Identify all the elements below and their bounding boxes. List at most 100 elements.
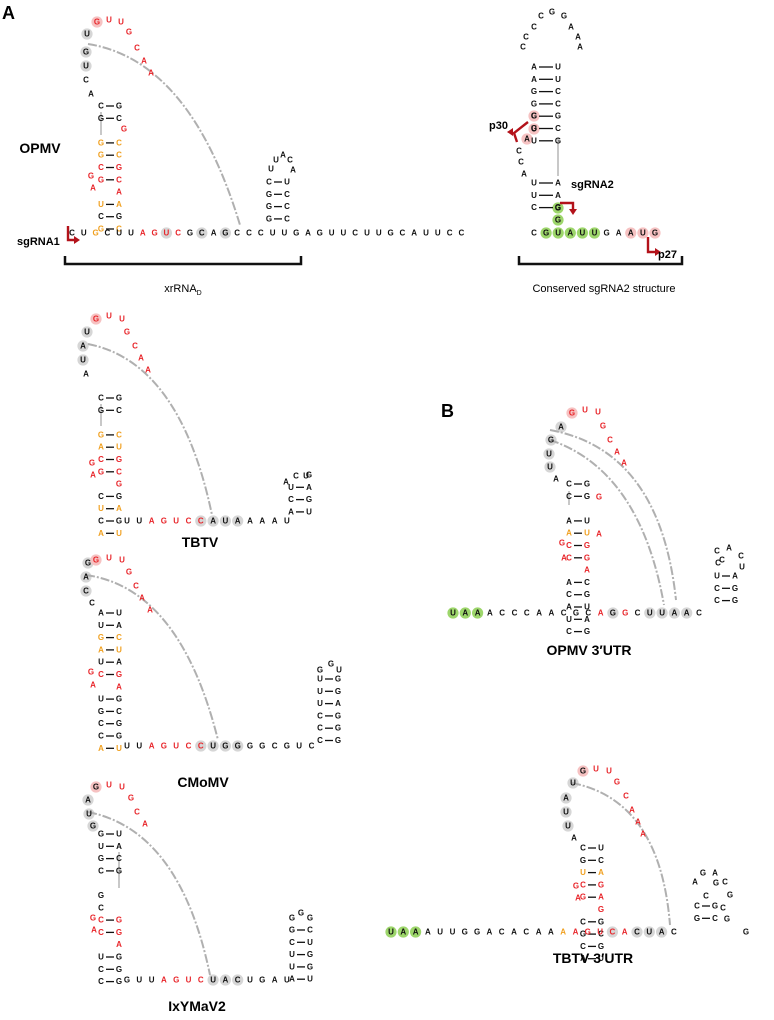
nucleotide: U <box>435 229 441 238</box>
nucleotide: G <box>151 229 157 238</box>
nucleotide: U <box>119 556 125 565</box>
nucleotide: C <box>98 394 104 403</box>
nucleotide: U <box>555 229 561 238</box>
nucleotide: A <box>272 976 278 985</box>
nucleotide: C <box>83 76 89 85</box>
nucleotide: G <box>724 915 730 924</box>
highlight-circle <box>544 461 556 473</box>
nucleotide: C <box>234 229 240 238</box>
nucleotide: U <box>173 517 179 526</box>
nucleotide: C <box>715 559 721 568</box>
nucleotide: U <box>119 315 125 324</box>
highlight-circle <box>80 46 92 58</box>
nucleotide: U <box>289 962 295 971</box>
highlight-circle <box>232 515 244 527</box>
nucleotide: A <box>598 609 604 618</box>
nucleotide: C <box>524 609 530 618</box>
nucleotide: U <box>116 609 122 618</box>
nucleotide: A <box>684 609 690 618</box>
highlight-circle <box>656 926 668 938</box>
nucleotide: A <box>475 609 481 618</box>
nucleotide: A <box>210 517 216 526</box>
nucleotide: G <box>98 633 104 642</box>
nucleotide: U <box>106 781 112 790</box>
nucleotide: U <box>84 328 90 337</box>
nucleotide: C <box>719 556 725 565</box>
nucleotide: G <box>116 480 122 489</box>
nucleotide: U <box>595 408 601 417</box>
nucleotide: G <box>328 660 334 669</box>
nucleotide: C <box>133 582 139 591</box>
nucleotide: U <box>106 312 112 321</box>
nucleotide: G <box>116 695 122 704</box>
nucleotide: G <box>124 328 130 337</box>
nucleotide: G <box>335 675 341 684</box>
nucleotide: U <box>566 615 572 624</box>
nucleotide: C <box>566 627 572 636</box>
nucleotide: U <box>307 975 313 984</box>
nucleotide: G <box>474 928 480 937</box>
nucleotide: G <box>584 480 590 489</box>
nucleotide: U <box>606 767 612 776</box>
nucleotide: G <box>116 163 122 172</box>
pseudoknot-arc <box>87 43 241 226</box>
highlight-circle <box>566 407 578 419</box>
nucleotide: C <box>696 609 702 618</box>
nucleotide: G <box>580 893 586 902</box>
nucleotide: A <box>640 830 646 839</box>
nucleotide: A <box>116 682 122 691</box>
nucleotide: C <box>246 229 252 238</box>
nucleotide: G <box>598 942 604 951</box>
nucleotide: A <box>140 229 146 238</box>
highlight-circle <box>552 214 564 226</box>
pseudoknot-arcs <box>85 43 677 976</box>
highlight-circle <box>82 794 94 806</box>
nucleotide: G <box>573 882 579 891</box>
nucleotide: C <box>580 942 586 951</box>
nucleotide: C <box>722 878 728 887</box>
nucleotide: U <box>247 976 253 985</box>
nucleotide: A <box>732 572 738 581</box>
nucleotide: C <box>714 596 720 605</box>
nucleotide: C <box>518 158 524 167</box>
nucleotide: G <box>116 670 122 679</box>
panel-label-b: B <box>441 401 454 421</box>
highlight-circle <box>552 202 564 214</box>
nucleotide: U <box>336 666 342 675</box>
nucleotide: C <box>531 203 537 212</box>
nucleotide: C <box>98 719 104 728</box>
nucleotide: A <box>289 975 295 984</box>
nucleotide: G <box>580 767 586 776</box>
nucleotide: G <box>335 711 341 720</box>
nucleotide: C <box>288 495 294 504</box>
nucleotide: U <box>86 810 92 819</box>
highlight-circle <box>521 133 533 145</box>
highlight-circle <box>207 740 219 752</box>
nucleotide: C <box>258 229 264 238</box>
nucleotide: U <box>116 229 122 238</box>
nucleotide: G <box>266 190 272 199</box>
nucleotide: C <box>317 736 323 745</box>
highlight-circle <box>219 515 231 527</box>
highlight-circle <box>447 607 459 619</box>
nucleotide: A <box>141 57 147 66</box>
highlight-circle <box>576 227 589 239</box>
nucleotide: C <box>89 599 95 608</box>
nucleotide: G <box>694 914 700 923</box>
arrow-head <box>507 128 513 136</box>
panel-label-a: A <box>2 3 15 23</box>
nucleotide: A <box>621 459 627 468</box>
nucleotide: C <box>175 229 181 238</box>
nucleotide: A <box>524 135 530 144</box>
nucleotide: G <box>531 112 537 121</box>
nucleotide: C <box>235 976 241 985</box>
nucleotide: G <box>307 962 313 971</box>
nucleotide: C <box>580 917 586 926</box>
nucleotide: U <box>81 229 87 238</box>
nucleotide: U <box>164 229 170 238</box>
nucleotide: A <box>561 554 567 563</box>
nucleotide: A <box>511 928 517 937</box>
nucleotide: G <box>83 48 89 57</box>
highlight-circle <box>195 515 207 527</box>
nucleotide: C <box>98 903 104 912</box>
